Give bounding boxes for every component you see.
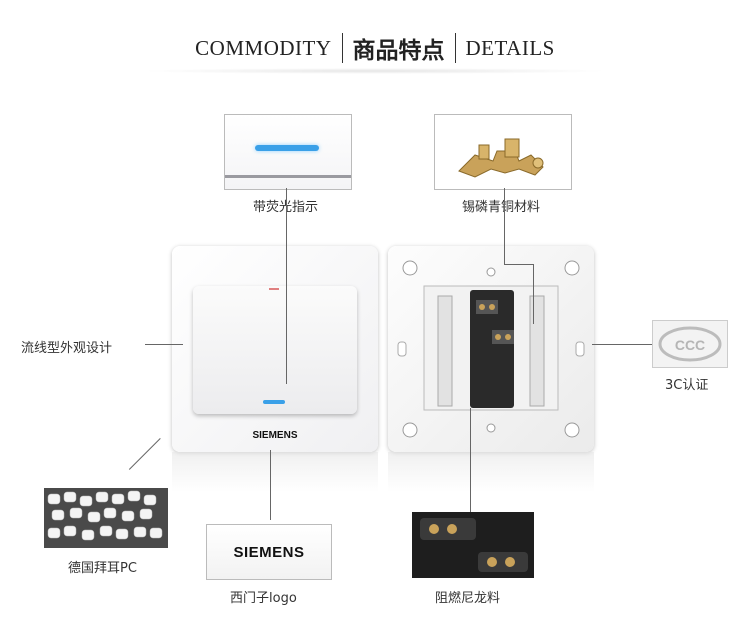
header-divider (341, 33, 343, 63)
callout-line-streamline (145, 344, 183, 345)
pc-pellets-illustration (47, 490, 163, 541)
copper-contact-illustration (458, 138, 544, 178)
logo-brand-text: SIEMENS (233, 543, 305, 561)
label-pc: 德国拜耳PC (68, 561, 137, 576)
header-right: DETAILS (465, 35, 555, 60)
indicator-light (255, 145, 319, 151)
switch-reflection (172, 452, 378, 492)
header-shadow (140, 68, 610, 74)
switch-rocker (193, 286, 357, 414)
callout-line-indicator (286, 188, 287, 384)
callout-line-copper (504, 188, 505, 264)
switch-brand-text: SIEMENS (252, 430, 298, 441)
svg-text:CCC: CCC (675, 337, 705, 353)
callout-line-nylon (470, 408, 471, 512)
nylon-detail-image (412, 512, 534, 578)
copper-detail-image (434, 114, 572, 190)
callout-line-pc (128, 438, 161, 470)
label-logo: 西门子logo (230, 591, 297, 606)
switch-back (388, 246, 594, 452)
label-nylon: 阻燃尼龙料 (435, 591, 501, 606)
switch-back-structure (397, 260, 585, 438)
switch-back-reflection (388, 452, 594, 492)
label-copper: 锡磷青铜材料 (462, 200, 541, 215)
callout-line-logo (270, 450, 271, 520)
header-left: COMMODITY (195, 35, 332, 60)
label-streamline: 流线型外观设计 (21, 341, 113, 356)
header-divider (454, 33, 456, 63)
cert-3c-icon: CCC (658, 326, 722, 362)
switch-indicator-light (263, 400, 285, 404)
callout-line-copper-v (533, 264, 534, 324)
indicator-detail-image (224, 114, 352, 190)
pc-pellets-image (44, 488, 168, 548)
nylon-terminal-illustration (412, 512, 534, 578)
logo-detail-image: SIEMENS (206, 524, 332, 580)
cert-3c-image: CCC (652, 320, 728, 368)
callout-line-copper-h (504, 264, 534, 265)
header-title: 商品特点 (352, 38, 445, 64)
label-indicator: 带荧光指示 (253, 196, 318, 215)
label-3c: 3C认证 (665, 378, 709, 393)
rocker-edge (225, 175, 351, 178)
page-header: COMMODITY 商品特点 DETAILS (0, 26, 750, 70)
rocker-mark (269, 288, 279, 290)
callout-line-3c (592, 344, 652, 345)
